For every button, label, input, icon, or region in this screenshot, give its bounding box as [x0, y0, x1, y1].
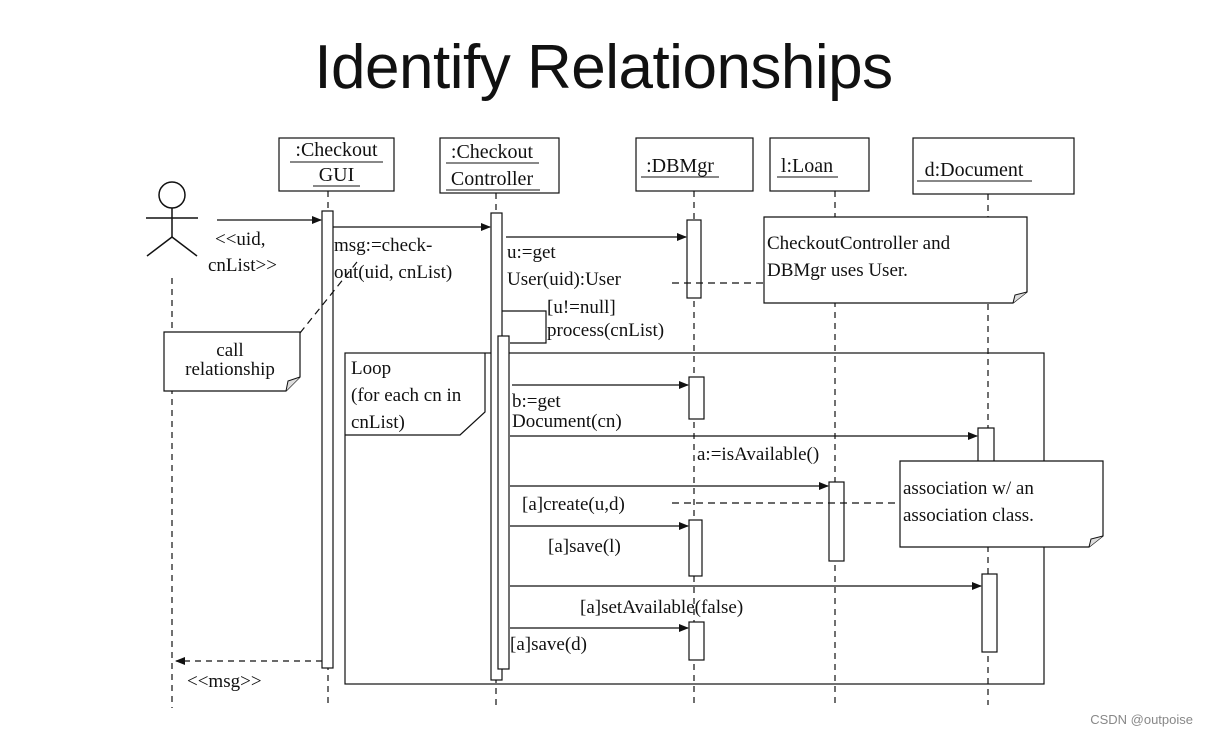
- lifeline-label: l:Loan: [781, 155, 833, 177]
- loop-label: cnList): [351, 412, 405, 433]
- loop-label: Loop: [351, 358, 391, 379]
- message-label: <<uid,: [215, 229, 265, 250]
- message-label: Document(cn): [512, 411, 622, 432]
- activation-bars: [321, 210, 998, 681]
- message-arrows: [175, 216, 982, 665]
- message-label: [a]create(u,d): [522, 494, 625, 515]
- note-call-relationship: call relationship: [163, 261, 358, 392]
- message-label: process(cnList): [547, 320, 664, 341]
- message-label: [a]setAvailable(false): [580, 597, 743, 618]
- note-uses-user: CheckoutController and DBMgr uses User.: [672, 216, 1028, 304]
- message-label: msg:=check-: [334, 235, 432, 256]
- note-text: association class.: [903, 505, 1034, 526]
- slide-title: Identify Relationships: [314, 33, 893, 102]
- message-label: out(uid, cnList): [334, 262, 452, 283]
- loop-label: (for each cn in: [351, 385, 462, 406]
- lifeline-head-document: d:Document: [912, 137, 1075, 195]
- message-label: u:=get: [507, 242, 556, 263]
- watermark: CSDN @outpoise: [1090, 712, 1193, 727]
- message-label: [u!=null]: [547, 297, 616, 318]
- note-association-class: association w/ an association class.: [672, 460, 1104, 548]
- lifeline-head-loan: l:Loan: [769, 137, 870, 192]
- actor-figure: [146, 181, 198, 257]
- lifeline-head-checkout-gui: :Checkout GUI: [278, 137, 395, 192]
- note-text: DBMgr uses User.: [767, 260, 908, 281]
- message-label: a:=isAvailable(): [697, 444, 819, 465]
- note-text: association w/ an: [903, 478, 1034, 499]
- message-label: [a]save(l): [548, 536, 621, 557]
- message-label: cnList>>: [208, 255, 277, 276]
- lifeline-label: Controller: [451, 168, 534, 190]
- lifeline-head-dbmgr: :DBMgr: [635, 137, 754, 192]
- note-text: CheckoutController and: [767, 233, 951, 254]
- message-label: <<msg>>: [187, 671, 262, 692]
- message-label: b:=get: [512, 391, 561, 412]
- lifeline-label: :Checkout: [451, 141, 534, 163]
- lifeline-label: d:Document: [925, 159, 1024, 181]
- message-label: [a]save(d): [510, 634, 587, 655]
- message-label: User(uid):User: [507, 269, 622, 290]
- note-text: relationship: [185, 359, 275, 380]
- lifeline-label: :Checkout: [295, 139, 378, 161]
- lifeline-label: :DBMgr: [646, 155, 714, 177]
- lifeline-head-checkout-controller: :Checkout Controller: [439, 137, 560, 194]
- note-text: call: [216, 340, 243, 361]
- lifeline-label: GUI: [319, 164, 355, 186]
